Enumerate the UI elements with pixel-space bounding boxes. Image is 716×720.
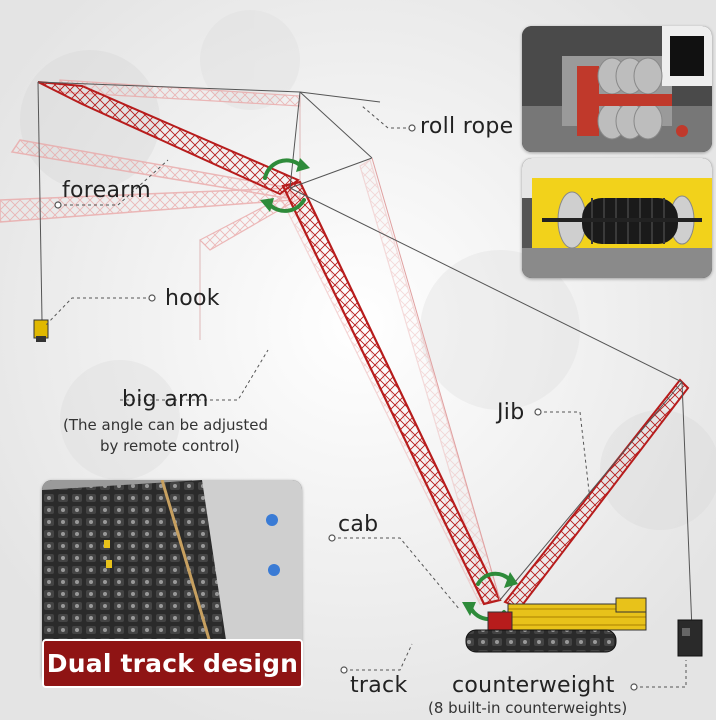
rotation-arrow-bottom [462, 571, 518, 622]
dual-track-banner: Dual track design [42, 639, 303, 688]
leader-dots [54, 124, 638, 691]
winch-illustration [522, 26, 712, 152]
label-track: track [350, 673, 408, 698]
crane-body [487, 597, 647, 633]
label-big-arm: big arm [122, 387, 209, 412]
label-roll-rope: roll rope [420, 114, 514, 139]
crawler-track [465, 629, 617, 653]
hook [33, 319, 49, 342]
inset-rope-drum-photo [522, 158, 712, 278]
counterweight-block [677, 619, 703, 657]
label-jib: Jib [497, 400, 525, 425]
rigging [37, 81, 693, 631]
rotation-arrow-top [260, 158, 310, 213]
label-hook: hook [165, 286, 220, 311]
banner-text: Dual track design [46, 649, 299, 678]
label-cab: cab [338, 512, 379, 537]
label-big-arm-note-1: (The angle can be adjusted [63, 416, 268, 434]
leader-lines [44, 105, 687, 688]
label-forearm: forearm [62, 178, 151, 203]
rope-drum-illustration [522, 158, 712, 278]
label-counterweight-note: (8 built-in counterweights) [428, 699, 628, 717]
label-counterweight: counterweight [452, 673, 615, 698]
label-big-arm-note-2: by remote control) [100, 437, 240, 455]
inset-winch-photo [522, 26, 712, 152]
